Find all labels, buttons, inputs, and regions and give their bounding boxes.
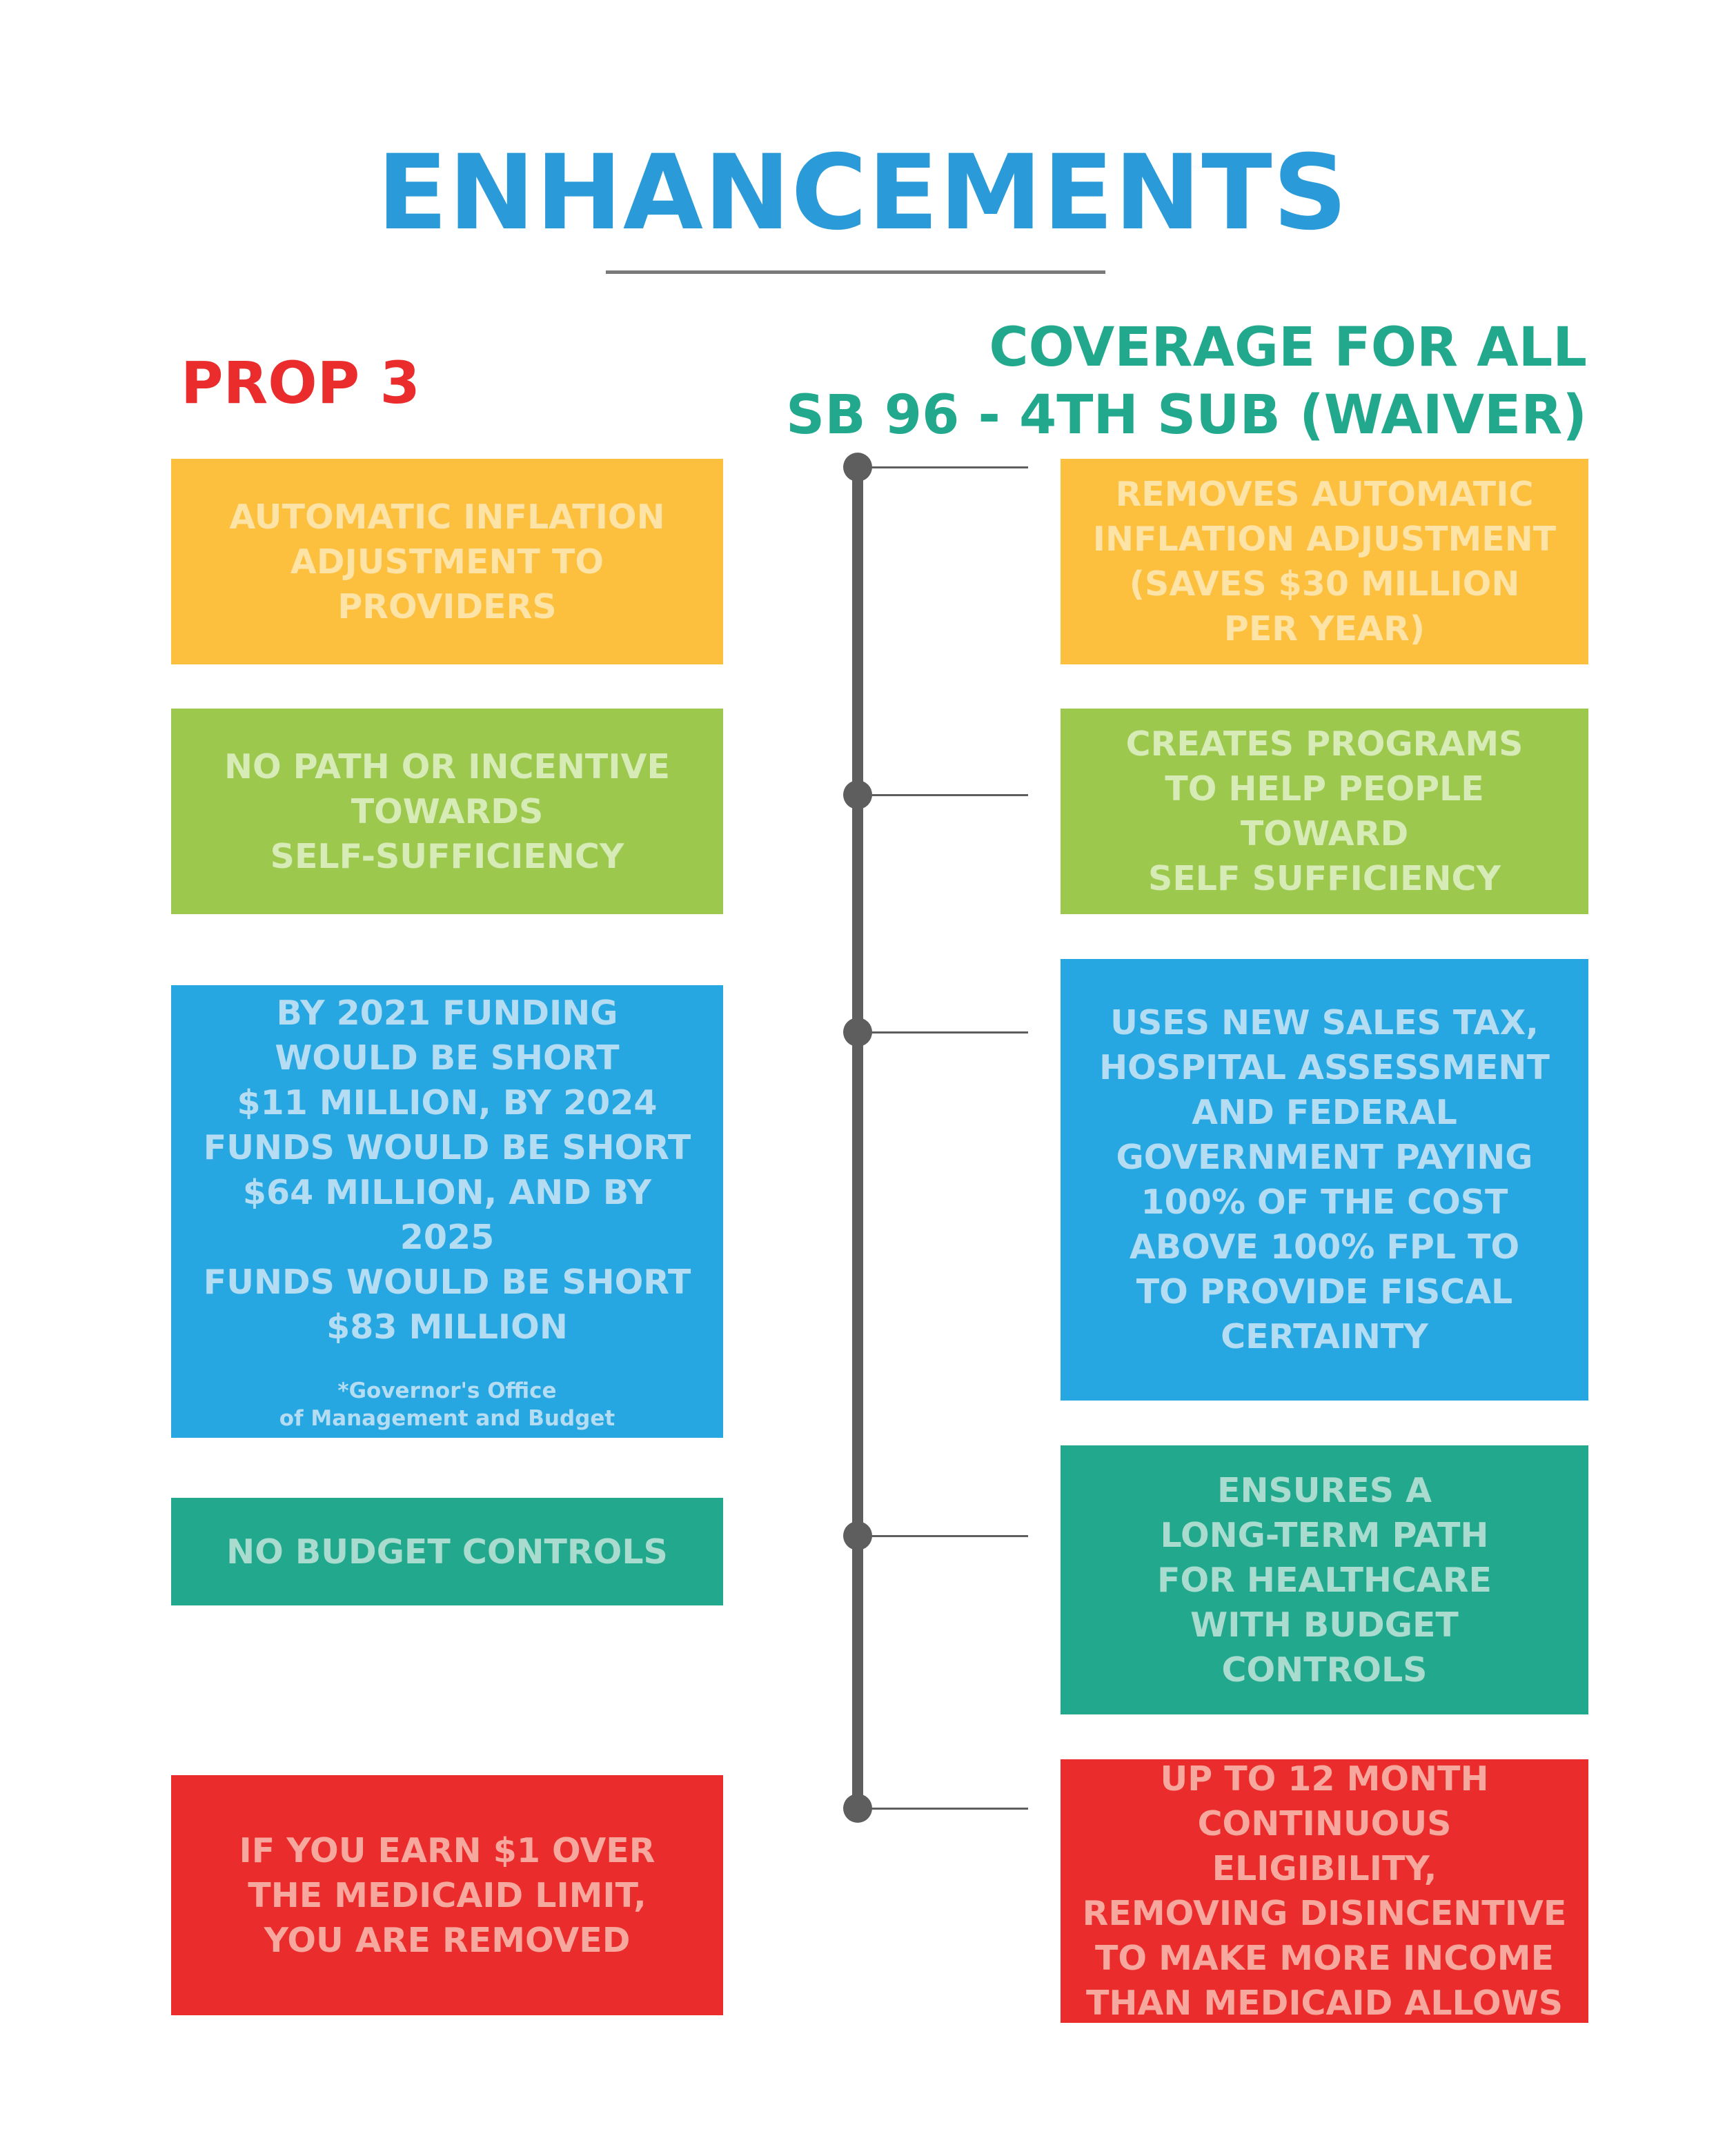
left-box-self-sufficiency: NO PATH OR INCENTIVE TOWARDS SELF-SUFFIC… xyxy=(171,709,723,914)
right-box-long-term-path: ENSURES A LONG-TERM PATH FOR HEALTHCARE … xyxy=(1061,1445,1588,1714)
timeline-connector xyxy=(862,1535,1028,1537)
page-title: ENHANCEMENTS xyxy=(377,133,1348,253)
left-box-text: BY 2021 FUNDING WOULD BE SHORT $11 MILLI… xyxy=(203,993,691,1347)
timeline-connector xyxy=(862,1808,1028,1810)
timeline-connector xyxy=(862,794,1028,796)
left-box-text: AUTOMATIC INFLATION ADJUSTMENT TO PROVID… xyxy=(229,497,665,626)
right-box-text: UP TO 12 MONTH CONTINUOUS ELIGIBILITY, R… xyxy=(1082,1759,1567,2023)
left-box-text: NO BUDGET CONTROLS xyxy=(226,1532,668,1572)
right-box-text: CREATES PROGRAMS TO HELP PEOPLE TOWARD S… xyxy=(1125,724,1524,898)
right-box-programs: CREATES PROGRAMS TO HELP PEOPLE TOWARD S… xyxy=(1061,709,1588,914)
right-header-line1: COVERAGE FOR ALL xyxy=(989,317,1587,379)
source-note: *Governor's Office of Management and Bud… xyxy=(279,1378,615,1431)
right-box-text: ENSURES A LONG-TERM PATH FOR HEALTHCARE … xyxy=(1157,1470,1492,1690)
right-box-text: REMOVES AUTOMATIC INFLATION ADJUSTMENT (… xyxy=(1092,475,1557,649)
left-box-inflation: AUTOMATIC INFLATION ADJUSTMENT TO PROVID… xyxy=(171,459,723,664)
right-header-line2: SB 96 - 4TH SUB (WAIVER) xyxy=(786,384,1587,446)
left-box-budget-controls: NO BUDGET CONTROLS xyxy=(171,1498,723,1605)
left-box-text: NO PATH OR INCENTIVE TOWARDS SELF-SUFFIC… xyxy=(224,746,670,876)
left-box-medicaid-limit: IF YOU EARN $1 OVER THE MEDICAID LIMIT, … xyxy=(171,1775,723,2015)
right-box-funding-sources: USES NEW SALES TAX, HOSPITAL ASSESSMENT … xyxy=(1061,959,1588,1401)
left-column-header: PROP 3 xyxy=(181,349,420,417)
timeline-connector xyxy=(862,466,1028,468)
left-box-text: IF YOU EARN $1 OVER THE MEDICAID LIMIT, … xyxy=(239,1830,656,1960)
title-divider xyxy=(606,270,1105,274)
right-box-eligibility: UP TO 12 MONTH CONTINUOUS ELIGIBILITY, R… xyxy=(1061,1759,1588,2023)
right-box-text: USES NEW SALES TAX, HOSPITAL ASSESSMENT … xyxy=(1099,1003,1550,1356)
timeline-spine xyxy=(852,466,863,1811)
right-column-header: COVERAGE FOR ALL SB 96 - 4TH SUB (WAIVER… xyxy=(759,314,1587,449)
timeline-connector xyxy=(862,1031,1028,1034)
left-box-funding: BY 2021 FUNDING WOULD BE SHORT $11 MILLI… xyxy=(171,985,723,1438)
right-box-removes-inflation: REMOVES AUTOMATIC INFLATION ADJUSTMENT (… xyxy=(1061,459,1588,664)
